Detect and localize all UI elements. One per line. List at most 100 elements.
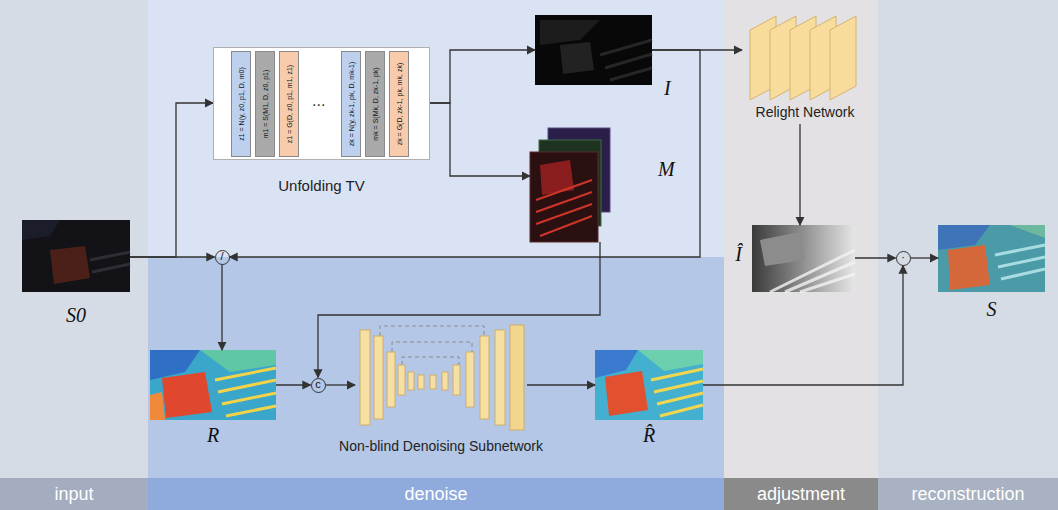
relit-image <box>752 225 855 292</box>
illumination-image <box>560 42 594 74</box>
denoised-image <box>595 350 703 420</box>
operator-circle: / <box>215 250 230 265</box>
formula-text: m1 = S(M1, D, z0, p1) <box>262 70 269 139</box>
unet-blocks <box>430 375 436 389</box>
node-label: · <box>901 252 905 263</box>
stage-background <box>0 0 1058 478</box>
denoised-image <box>638 350 703 371</box>
connector-arrow <box>276 384 311 385</box>
denoised-image <box>651 369 703 416</box>
denoised-image <box>605 371 648 416</box>
node-label: S <box>987 298 997 321</box>
connector-arrow <box>430 50 535 103</box>
input-image <box>22 220 130 292</box>
formula-text: z1 = N(y, z0, p1, D, m0) <box>238 67 245 141</box>
node-label: I <box>664 77 671 100</box>
output-image <box>995 245 1045 279</box>
map-stack <box>530 128 610 242</box>
unet-blocks <box>510 325 524 430</box>
connector-arrow <box>221 265 222 351</box>
node-label: M <box>658 158 675 181</box>
unet-blocks <box>374 336 383 419</box>
relight-layers <box>830 16 856 100</box>
input-image <box>22 220 60 240</box>
connector-arrow <box>855 257 896 258</box>
illumination-image <box>535 15 652 85</box>
illumination-image <box>600 40 652 80</box>
stage-label: input <box>0 478 148 510</box>
formula-bar: z1 = G(D, z0, p1, m1, z1) <box>279 51 299 157</box>
node-label: Unfolding TV <box>278 177 364 194</box>
output-image <box>1010 225 1045 238</box>
node-label: R̂ <box>643 424 655 447</box>
reflectance-image <box>215 368 276 416</box>
map-stack <box>530 152 598 242</box>
formula-bar: zk = N(y, zk-1, pk, D, mk-1) <box>341 51 361 157</box>
unet-blocks <box>480 336 489 419</box>
operator-circle: · <box>896 251 911 266</box>
stage-band: adjustmentRelight NetworkÎ <box>724 0 878 510</box>
reflectance-image <box>150 392 165 420</box>
relit-image <box>770 250 855 292</box>
unet-blocks <box>453 365 460 395</box>
stage-band: denoise Unfolding TV z1 = N(y, z0, p1, D, … <box>148 0 724 510</box>
denoised-image <box>595 350 703 420</box>
image-panel: Î <box>752 225 855 292</box>
reflectance-image <box>150 350 276 420</box>
connector-arrow <box>326 384 356 385</box>
node-label: Î <box>735 243 742 266</box>
connector-arrow <box>130 256 215 257</box>
formula-bar: z1 = N(y, z0, p1, D, m0) <box>231 51 251 157</box>
node-label: Relight Network <box>756 104 855 120</box>
stage-background <box>148 0 724 257</box>
stage-strip <box>148 478 724 510</box>
connector-arrow <box>130 103 213 257</box>
input-image <box>50 246 90 284</box>
formula-bar: m1 = S(M1, D, z0, p1) <box>255 51 275 157</box>
image-panel: S <box>938 225 1045 292</box>
node-label: R <box>207 424 219 447</box>
unet-blocks <box>387 352 395 407</box>
operator-circle: c <box>311 378 326 393</box>
stage-label: denoise <box>148 478 724 510</box>
stage-strip <box>878 478 1058 510</box>
formula-text: z1 = G(D, z0, p1, m1, z1) <box>286 65 293 143</box>
unet-blocks <box>360 330 370 425</box>
reflectance-image <box>150 350 276 420</box>
connector-arrow <box>430 103 530 176</box>
image-panel: S0 <box>22 220 130 292</box>
unet-blocks <box>408 372 414 390</box>
ellipsis-label: ... <box>312 92 325 110</box>
formula-text: mk = S(Mk, D, zk-1, pk) <box>372 67 379 140</box>
unet-blocks <box>360 325 524 430</box>
unet-blocks <box>442 372 448 390</box>
connector-arrow <box>703 266 903 386</box>
output-image <box>938 225 1045 292</box>
node-label: / <box>220 251 223 262</box>
input-image <box>90 252 130 272</box>
image-panel: R̂ <box>595 350 703 420</box>
stage-background <box>878 0 1058 478</box>
connector-arrow <box>911 257 939 258</box>
connector-arrow <box>318 242 600 378</box>
formula-text: zk = G(D, zk-1, pk, mk, zk) <box>396 63 403 146</box>
formula-bar: mk = S(Mk, D, zk-1, pk) <box>365 51 385 157</box>
node-label: c <box>315 379 321 390</box>
stage-strip <box>724 478 878 510</box>
stage-strip <box>0 478 1058 510</box>
illumination-image <box>540 20 600 45</box>
stage-background <box>724 0 878 478</box>
map-stack <box>536 180 592 236</box>
unet-blocks <box>398 365 405 395</box>
node-label: S0 <box>66 304 86 327</box>
output-image <box>938 225 1045 292</box>
node-label: Non-blind Denoising Subnetwork <box>339 438 543 454</box>
relight-layers <box>750 16 856 100</box>
network-block: Non-blind Denoising Subnetwork <box>355 322 527 432</box>
image-panel: R <box>150 350 276 420</box>
stage-band: input S0 <box>0 0 148 510</box>
